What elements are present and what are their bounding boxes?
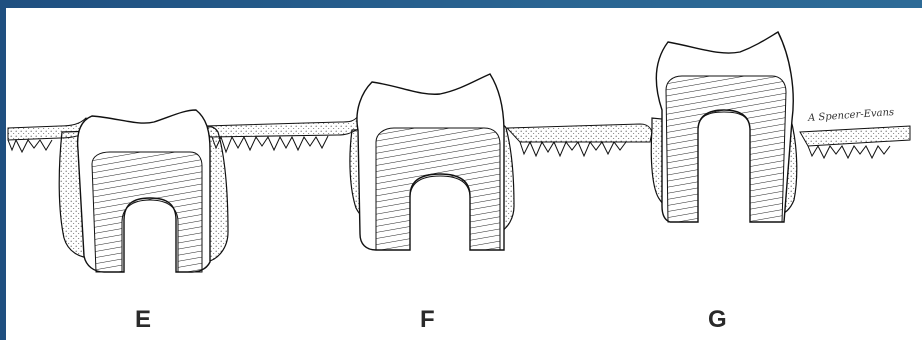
tooth-e <box>59 110 228 272</box>
tooth-g <box>651 32 797 222</box>
gingiva-right <box>800 126 910 158</box>
stage-label-e: E <box>135 306 151 334</box>
stage-label-g: G <box>708 306 727 334</box>
stage-label-f: F <box>420 306 435 334</box>
tooth-f <box>350 74 514 250</box>
gingiva-middle-1 <box>205 116 360 152</box>
gingiva-middle-2 <box>507 124 652 156</box>
